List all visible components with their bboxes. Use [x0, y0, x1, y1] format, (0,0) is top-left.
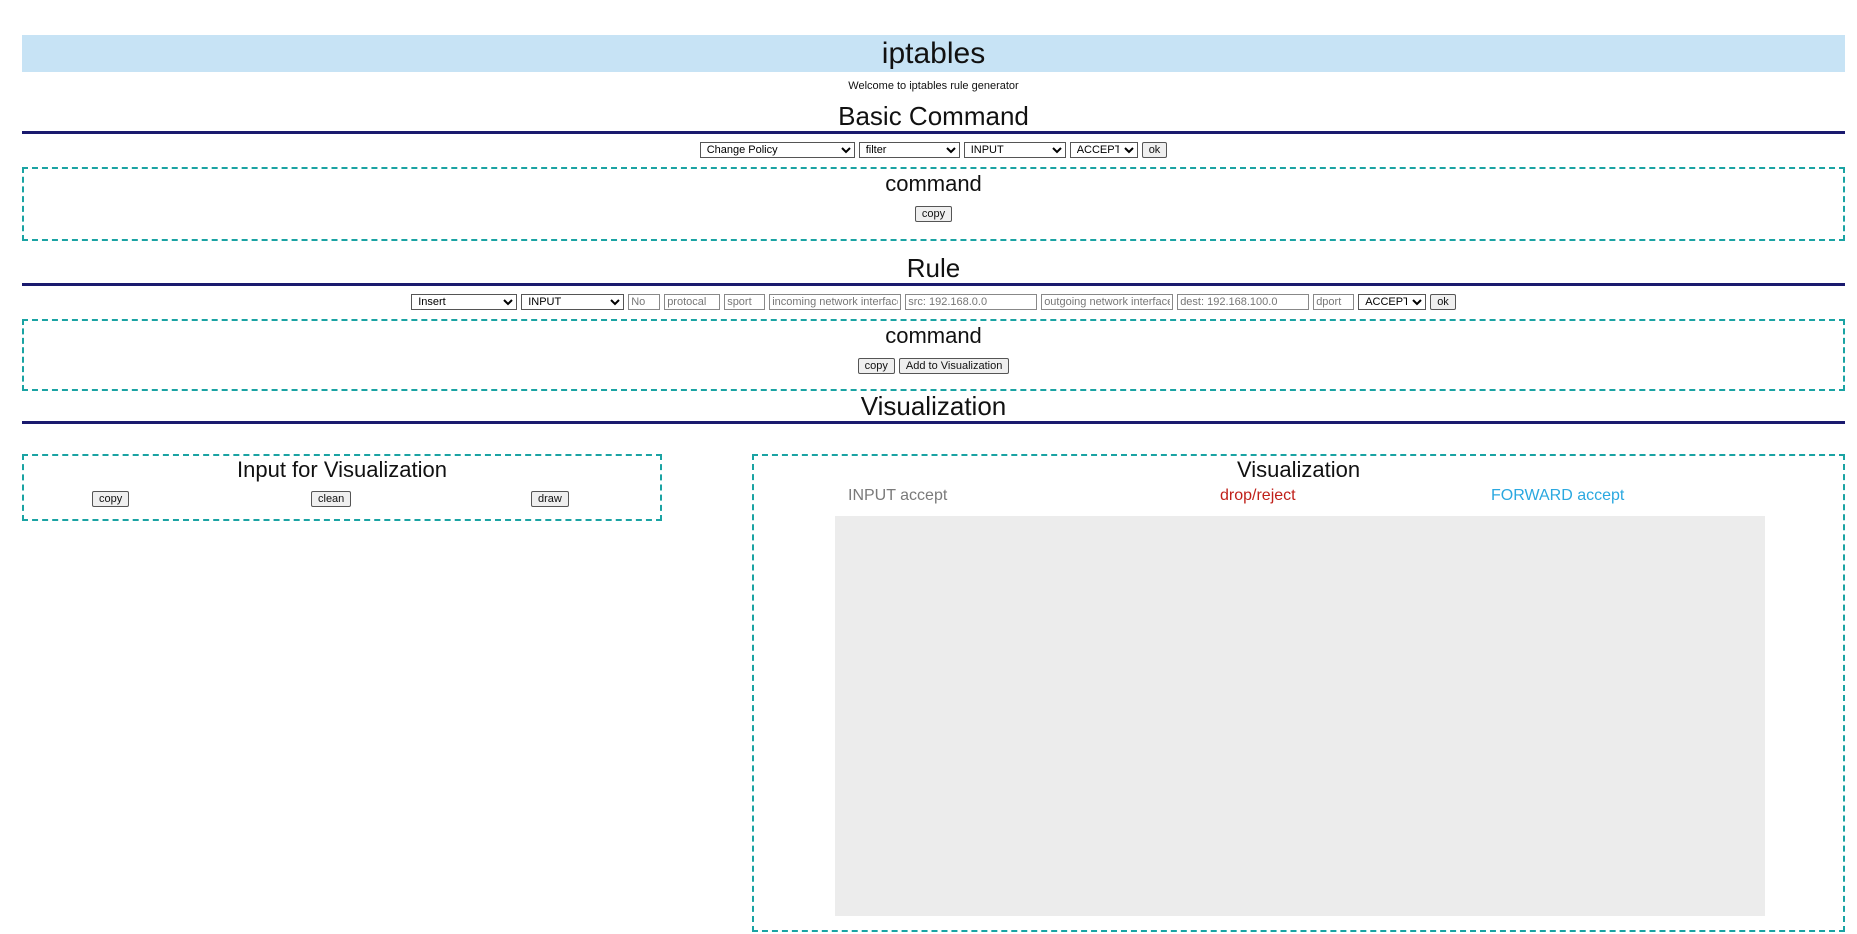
- page-title: iptables: [22, 35, 1845, 72]
- rule-incoming-interface-input[interactable]: [769, 294, 902, 310]
- rule-outgoing-interface-input[interactable]: [1041, 294, 1174, 310]
- rule-chain-select[interactable]: INPUT: [521, 294, 625, 310]
- visualization-legend: INPUT accept drop/reject FORWARD accept: [754, 487, 1843, 509]
- basic-chain-select[interactable]: INPUT: [963, 142, 1066, 158]
- rule-controls: Insert INPUT ACCEPT ok: [22, 291, 1845, 313]
- basic-copy-button[interactable]: copy: [914, 206, 953, 222]
- rule-mode-select[interactable]: Insert: [411, 294, 518, 310]
- rule-command-box: command copy Add to Visualization: [22, 319, 1845, 391]
- rule-command-title: command: [885, 323, 982, 348]
- basic-table-select[interactable]: filter: [858, 142, 960, 158]
- legend-input-accept: INPUT accept: [848, 487, 948, 504]
- viz-draw-button[interactable]: draw: [531, 491, 569, 507]
- rule-dest-input[interactable]: [1177, 294, 1310, 310]
- visualization-canvas[interactable]: [835, 516, 1765, 916]
- basic-command-heading: Basic Command: [838, 101, 1029, 131]
- visualization-divider: [22, 421, 1845, 424]
- rule-ok-button[interactable]: ok: [1430, 294, 1456, 310]
- visualization-output-box: Visualization INPUT accept drop/reject F…: [752, 454, 1845, 932]
- rule-copy-button[interactable]: copy: [857, 358, 895, 374]
- page-container: iptables Welcome to iptables rule genera…: [22, 35, 1845, 932]
- input-for-visualization-box: Input for Visualization copy clean draw: [22, 454, 662, 521]
- legend-drop-reject: drop/reject: [1220, 487, 1296, 504]
- rule-heading: Rule: [906, 253, 961, 283]
- legend-forward-accept: FORWARD accept: [1491, 487, 1625, 504]
- input-for-visualization-title: Input for Visualization: [237, 457, 447, 482]
- basic-command-box: command copy: [22, 167, 1845, 241]
- basic-command-divider: [22, 131, 1845, 134]
- rule-src-input[interactable]: [905, 294, 1038, 310]
- rule-protocol-input[interactable]: [664, 294, 721, 310]
- visualization-output-title: Visualization: [1236, 457, 1361, 482]
- basic-command-title: command: [885, 171, 982, 196]
- rule-target-select[interactable]: ACCEPT: [1358, 294, 1427, 310]
- rule-number-input[interactable]: [628, 294, 661, 310]
- viz-copy-button[interactable]: copy: [92, 491, 130, 507]
- add-to-visualization-button[interactable]: Add to Visualization: [898, 358, 1010, 374]
- rule-divider: [22, 283, 1845, 286]
- welcome-text: Welcome to iptables rule generator: [848, 80, 1019, 92]
- basic-ok-button[interactable]: ok: [1141, 142, 1168, 158]
- visualization-heading: Visualization: [860, 391, 1007, 421]
- rule-sport-input[interactable]: [724, 294, 766, 310]
- basic-target-select[interactable]: ACCEPT: [1069, 142, 1138, 158]
- rule-dport-input[interactable]: [1313, 294, 1355, 310]
- basic-action-select[interactable]: Change Policy: [699, 142, 855, 158]
- viz-clean-button[interactable]: clean: [311, 491, 352, 507]
- basic-command-controls: Change Policy filter INPUT ACCEPT ok: [22, 139, 1845, 161]
